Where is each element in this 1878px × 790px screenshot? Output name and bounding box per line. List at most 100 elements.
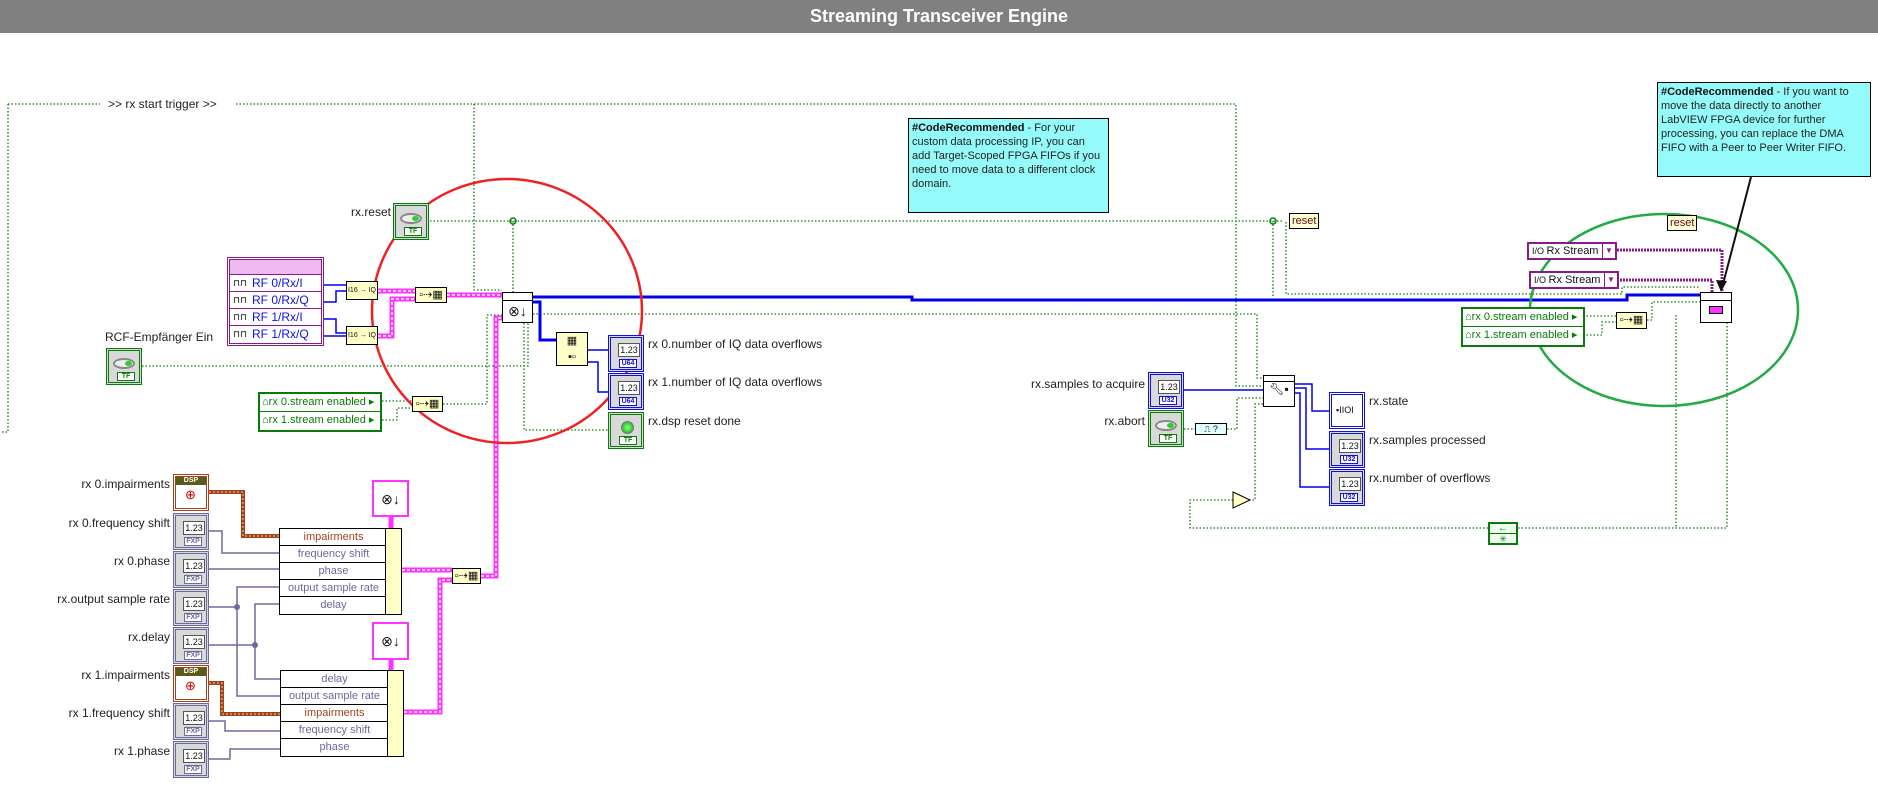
right-enabled-wire [1583,301,1700,336]
rx-stream-0-fifo-ref[interactable]: I/O Rx Stream 0▼ [1527,242,1617,260]
bundle-by-name-rx1[interactable]: delay output sample rate impairments fre… [280,670,404,757]
reset-tag: reset [1289,213,1320,229]
edge-detect-icon[interactable]: ⎍ ? [1195,423,1227,435]
bundle-field: delay [320,599,347,611]
wrench-icon: 🔧︎▪ [1269,382,1289,396]
stream-enabled-locals-right[interactable]: ⌂rx 0.stream enabled ▸ ⌂rx 1.stream enab… [1461,307,1585,347]
local-variable-rx0-stream-enabled[interactable]: ⌂rx 0.stream enabled ▸ [260,394,380,412]
abort-wire [1184,397,1263,430]
data-wire [533,293,1700,302]
bundle-field: impairments [281,705,388,722]
abort-control[interactable]: TF [1148,410,1184,447]
rx1-overflows-label: rx 1.number of IQ data overflows [648,375,823,389]
dsp-icon: ⊕ [185,678,196,693]
shift-register-node[interactable]: ←✳ [1488,522,1518,545]
rx0-freq-label: rx 0.frequency shift [68,516,170,530]
dsp-icon: ⊕ [185,487,196,502]
local-variable-rx1-stream-enabled[interactable]: ⌂rx 1.stream enabled ▸ [262,414,375,426]
bundle-field: delay [281,671,388,688]
fifo-method-node[interactable]: 🔧︎▪ [1263,375,1295,407]
boolean-switch-icon [400,213,422,224]
rf-item[interactable]: RF 0/Rx/Q [230,292,321,309]
bundle-field: frequency shift [280,546,387,563]
dropdown-icon: ▼ [1602,244,1615,258]
rf-io-cluster[interactable]: RF 0/Rx/I RF 0/Rx/Q RF 1/Rx/I RF 1/Rx/Q [227,257,324,346]
rx0-impairments-control[interactable]: DSP⊕ [173,474,209,511]
rx0-phase-label: rx 0.phase [113,554,170,568]
dma-fifo-node[interactable]: ⊗↓ [502,292,533,323]
build-array-icon[interactable]: ▫⇢▦ [412,396,443,412]
loop-wire [1189,315,1728,529]
boolean-switch-icon [1155,420,1177,431]
state-indicator: ▪IIOI [1329,392,1365,429]
samples-processed-label: rx.samples processed [1369,433,1486,447]
rx0-impairments-label: rx 0.impairments [81,477,170,491]
reset-tag: reset [1667,215,1698,231]
led-icon [621,421,634,434]
fifo-icon: ⊗↓ [381,491,400,507]
bundle-field: phase [280,563,387,580]
rf-item[interactable]: RF 1/Rx/I [230,309,321,326]
boolean-switch-icon [113,358,135,369]
integer-wires [324,284,1700,488]
rf-item[interactable]: RF 0/Rx/I [230,275,321,292]
window-title: Streaming Transceiver Engine [0,0,1878,33]
abort-label: rx.abort [1104,414,1145,428]
bundle-field: output sample rate [281,688,388,705]
rx1-phase-label: rx 1.phase [113,744,170,758]
stream-enabled-locals[interactable]: ⌂rx 0.stream enabled ▸ ⌂rx 1.stream enab… [258,392,382,432]
rx-reset-control[interactable]: TF [393,203,429,240]
fifo-icon: ⊗↓ [381,633,400,649]
fifo-write-node[interactable] [1700,292,1732,323]
rx1-impairments-label: rx 1.impairments [81,668,170,682]
bundle-field: output sample rate [280,580,387,597]
i16-to-iq-node[interactable]: I16 → IQ [346,281,378,300]
build-array-icon[interactable]: ▫⇢▦ [452,568,481,584]
enum-icon: ▪IIOI [1336,405,1354,415]
state-label: rx.state [1369,394,1409,408]
delay-label: rx.delay [127,630,170,644]
red-highlight-circle [370,177,644,445]
i16-to-iq-node[interactable]: I16 → IQ [346,326,378,345]
dsp-reset-done-indicator: TF [608,412,644,449]
rx1-impairments-control[interactable]: DSP⊕ [173,665,209,702]
trigger-branch-wire [473,104,502,291]
dropdown-icon: ▼ [1604,273,1617,287]
trigger-wire [0,103,1263,433]
bundle-by-name-rx0[interactable]: impairments frequency shift phase output… [279,528,402,615]
rcf-wire [142,323,529,367]
rcf-control[interactable]: TF [106,348,142,385]
dsp-config-constant[interactable]: ⊗↓ [372,622,409,660]
rf-item[interactable]: RF 1/Rx/Q [230,326,321,343]
comment-p2p-note: #CodeRecommended - If you want to move t… [1657,82,1871,177]
reset-wire [430,220,1700,298]
rcf-label: RCF-Empfänger Ein [105,330,214,344]
not-gate-icon [1232,491,1252,509]
build-array-icon[interactable]: ▫⇢▦ [1616,312,1647,329]
local-variable-rx1-stream-enabled[interactable]: ⌂rx 1.stream enabled ▸ [1465,329,1578,341]
local-variable-rx0-stream-enabled[interactable]: ⌂rx 0.stream enabled ▸ [1463,309,1583,327]
rx1-freq-label: rx 1.frequency shift [68,706,170,720]
index-array-icon[interactable]: ▦▪▫ [556,332,588,366]
fxp-wires [209,530,280,760]
dsp-reset-done-label: rx.dsp reset done [648,414,741,428]
dsp-config-constant[interactable]: ⊗↓ [372,480,409,517]
comment-fifo-note: #CodeRecommended - For your custom data … [908,118,1109,213]
fifo-timeout-wire [533,313,1263,379]
samples-to-acquire-label: rx.samples to acquire [1030,377,1145,391]
num-overflows-label: rx.number of overflows [1369,471,1491,485]
pink-wires [378,248,1724,715]
rx-stream-1-fifo-ref[interactable]: I/O Rx Stream 1▼ [1529,271,1619,289]
fifo-icon: ⊗↓ [508,303,527,319]
build-array-icon[interactable]: ▫⇢▦ [415,287,447,303]
